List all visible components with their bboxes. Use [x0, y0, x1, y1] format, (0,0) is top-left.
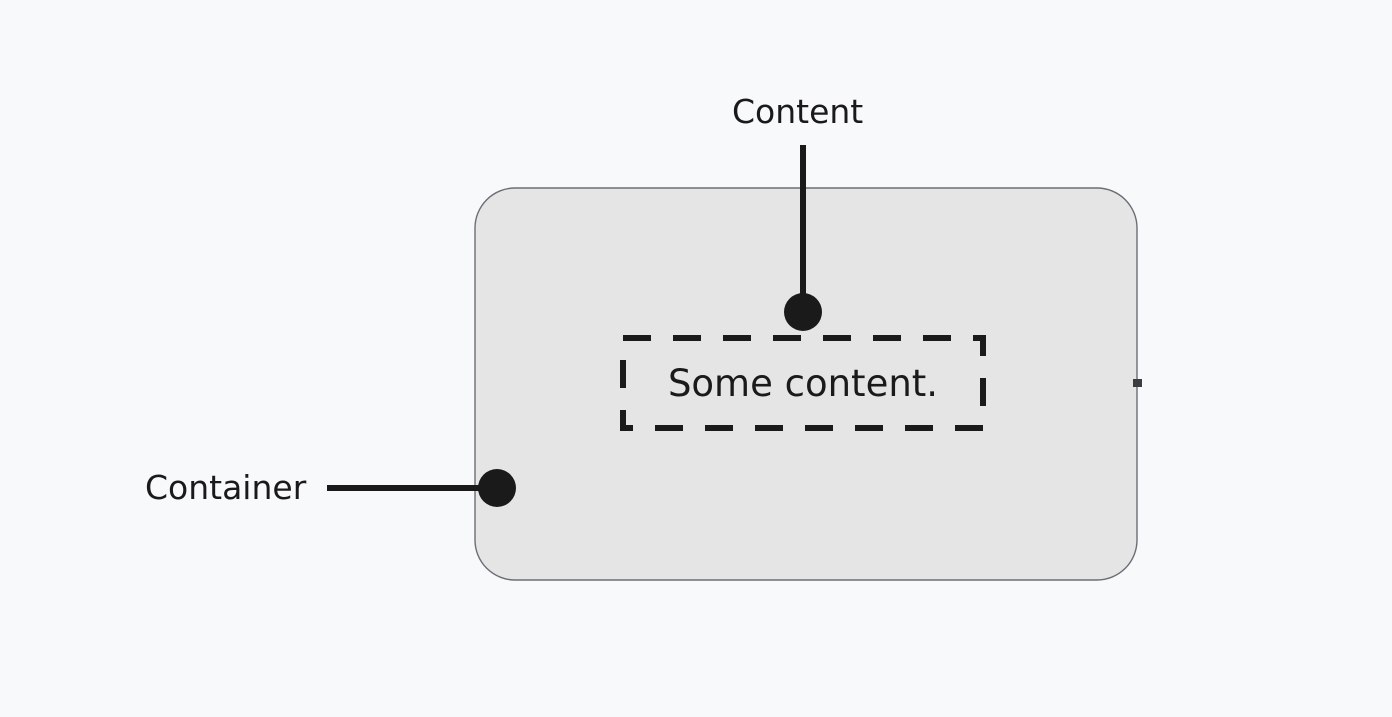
content-callout-label: Content — [732, 92, 864, 131]
container-callout-label: Container — [145, 468, 307, 507]
content-callout-dot[interactable] — [784, 293, 822, 331]
content-box-shape[interactable] — [620, 335, 986, 431]
container-callout-dot[interactable] — [478, 469, 516, 507]
right-edge-marker-icon — [1133, 379, 1142, 387]
content-box-text: Some content. — [667, 361, 939, 405]
